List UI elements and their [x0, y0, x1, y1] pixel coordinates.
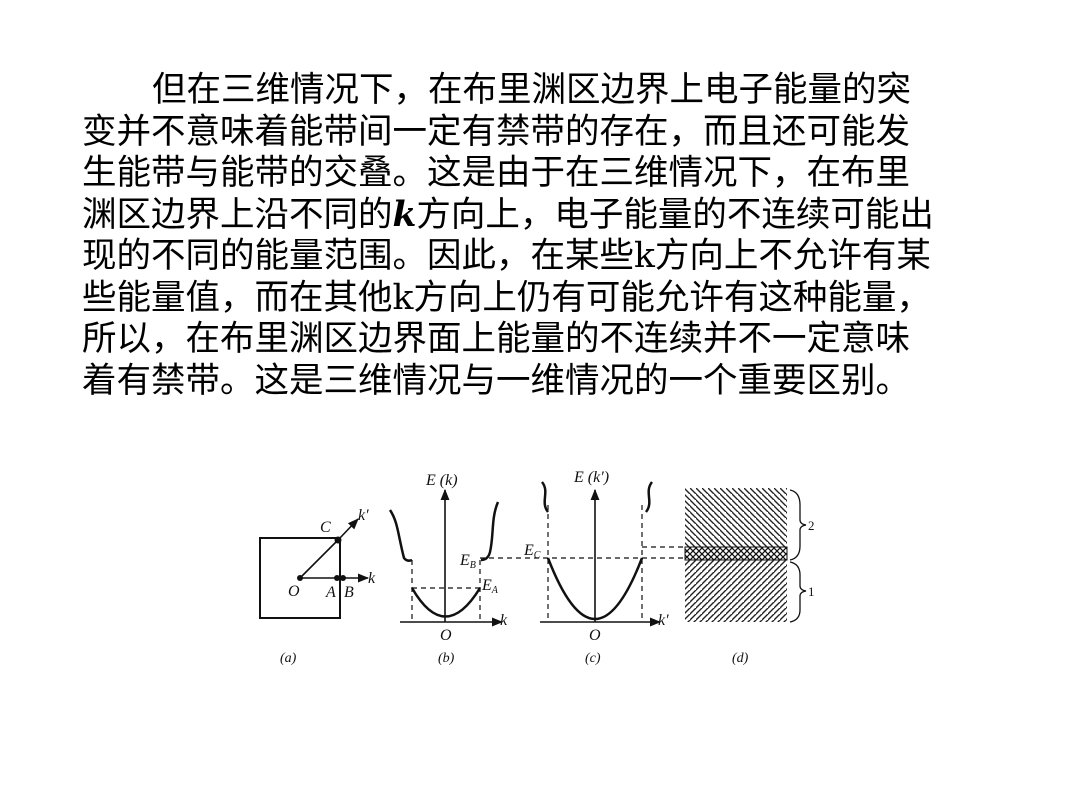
text-line: 但在三维情况下，在布里渊区边界上电子能量的突 [152, 70, 911, 110]
upper-band-right-b [480, 501, 500, 562]
caption-a: (a) [280, 651, 297, 666]
label-band-2: 2 [808, 518, 815, 533]
label-o-c: O [589, 627, 601, 644]
body-paragraph: 但在三维情况下，在布里渊区边界上电子能量的突 变并不意味着能带间一定有禁带的存在… [82, 70, 982, 402]
label-o: O [288, 583, 300, 600]
text-line: 渊区边界上沿不同的k方向上，电子能量的不连续可能出 [82, 195, 982, 237]
upper-band-left-b [388, 509, 413, 562]
k-prime-arrow [338, 518, 359, 540]
label-eb: EB [459, 552, 476, 571]
band-2-hatch [685, 488, 787, 547]
upper-band-right-c [644, 481, 654, 513]
label-ea: EA [481, 577, 499, 596]
text-line: 变并不意味着能带间一定有禁带的存在，而且还可能发 [82, 111, 910, 152]
oc-line [299, 539, 339, 579]
band-1-hatch [685, 560, 787, 622]
text-line: 现的不同的能量范围。因此，在某些k方向上不允许有某 [82, 236, 931, 276]
overlap-hatch [684, 546, 788, 561]
upper-band-left-c [540, 481, 550, 513]
label-c: C [320, 519, 331, 536]
caption-d: (d) [732, 651, 749, 666]
label-k-prime-c: k′ [658, 612, 669, 629]
panel-a: C k′ O A B k (a) [259, 507, 376, 666]
text-line: 生能带与能带的交叠。这是由于在三维情况下，在布里 [82, 153, 910, 193]
label-b: B [344, 584, 354, 601]
label-k-b: k [500, 612, 508, 629]
lower-band-c [546, 557, 644, 620]
label-a: A [325, 584, 336, 601]
text-line: 些能量值，而在其他k方向上仍有可能允许有这种能量， [82, 277, 931, 318]
point-a [334, 575, 340, 581]
text-line: 着有禁带。这是三维情况与一维情况的一个重要区别。 [82, 360, 910, 401]
label-k-prime: k′ [358, 507, 369, 524]
brace-2 [789, 489, 807, 561]
text-fragment: 方向上，电子能量的不连续可能出 [416, 194, 934, 235]
k-vector-symbol: k [392, 194, 417, 235]
label-o-b: O [440, 627, 452, 644]
label-e-k: E (k) [425, 472, 458, 489]
point-b [340, 575, 346, 581]
caption-c: (c) [585, 651, 601, 666]
text-fragment: 渊区边界上沿不同的 [82, 194, 393, 235]
lower-band-b [410, 587, 482, 618]
panel-d: 2 1 (d) [684, 488, 815, 666]
caption-b: (b) [438, 651, 455, 666]
label-band-1: 1 [808, 584, 815, 599]
label-ec: EC [523, 542, 541, 561]
band-structure-figure: C k′ O A B k (a) E (k) EB EA O k (b) E (… [240, 440, 840, 690]
panel-c: E (k′) EC O k′ (c) [480, 469, 685, 666]
figure-svg: C k′ O A B k (a) E (k) EB EA O k (b) E (… [259, 469, 815, 666]
point-o [297, 575, 303, 581]
point-c [334, 536, 342, 544]
label-k: k [368, 570, 376, 587]
panel-b: E (k) EB EA O k (b) [388, 472, 508, 666]
label-e-k-prime: E (k′) [573, 469, 609, 486]
text-line: 所以，在布里渊区边界面上能量的不连续并不一定意味 [82, 319, 910, 359]
brace-1 [789, 561, 807, 623]
